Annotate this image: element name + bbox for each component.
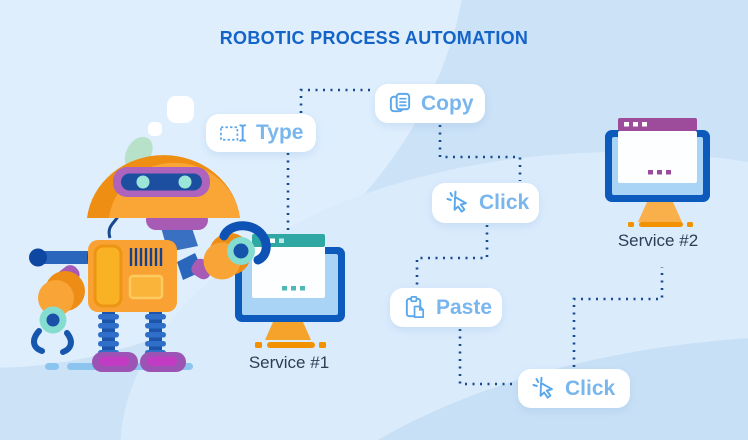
step-label: Type [256,121,304,144]
step-paste: Paste [390,288,502,327]
click-icon [446,190,467,213]
click-icon [532,376,553,399]
step-label: Copy [421,91,474,115]
titlebar-dots [624,122,647,127]
page-title: ROBOTIC PROCESS AUTOMATION [219,28,529,48]
type-icon [220,124,247,142]
paste-icon [405,296,425,318]
service2-label: Service #2 [617,231,699,250]
step-type: Type [206,114,316,152]
thought-bubble-small [148,122,162,136]
step-label: Click [565,376,616,400]
step-copy: Copy [375,84,485,123]
service1-label: Service #1 [248,353,330,372]
copy-icon [389,92,411,113]
step-label: Click [479,191,530,214]
window-titlebar [618,118,697,131]
step-click-2: Click [518,369,630,408]
thought-bubble-large [167,96,194,123]
step-click-1: Click [432,183,539,223]
step-label: Paste [436,295,493,319]
